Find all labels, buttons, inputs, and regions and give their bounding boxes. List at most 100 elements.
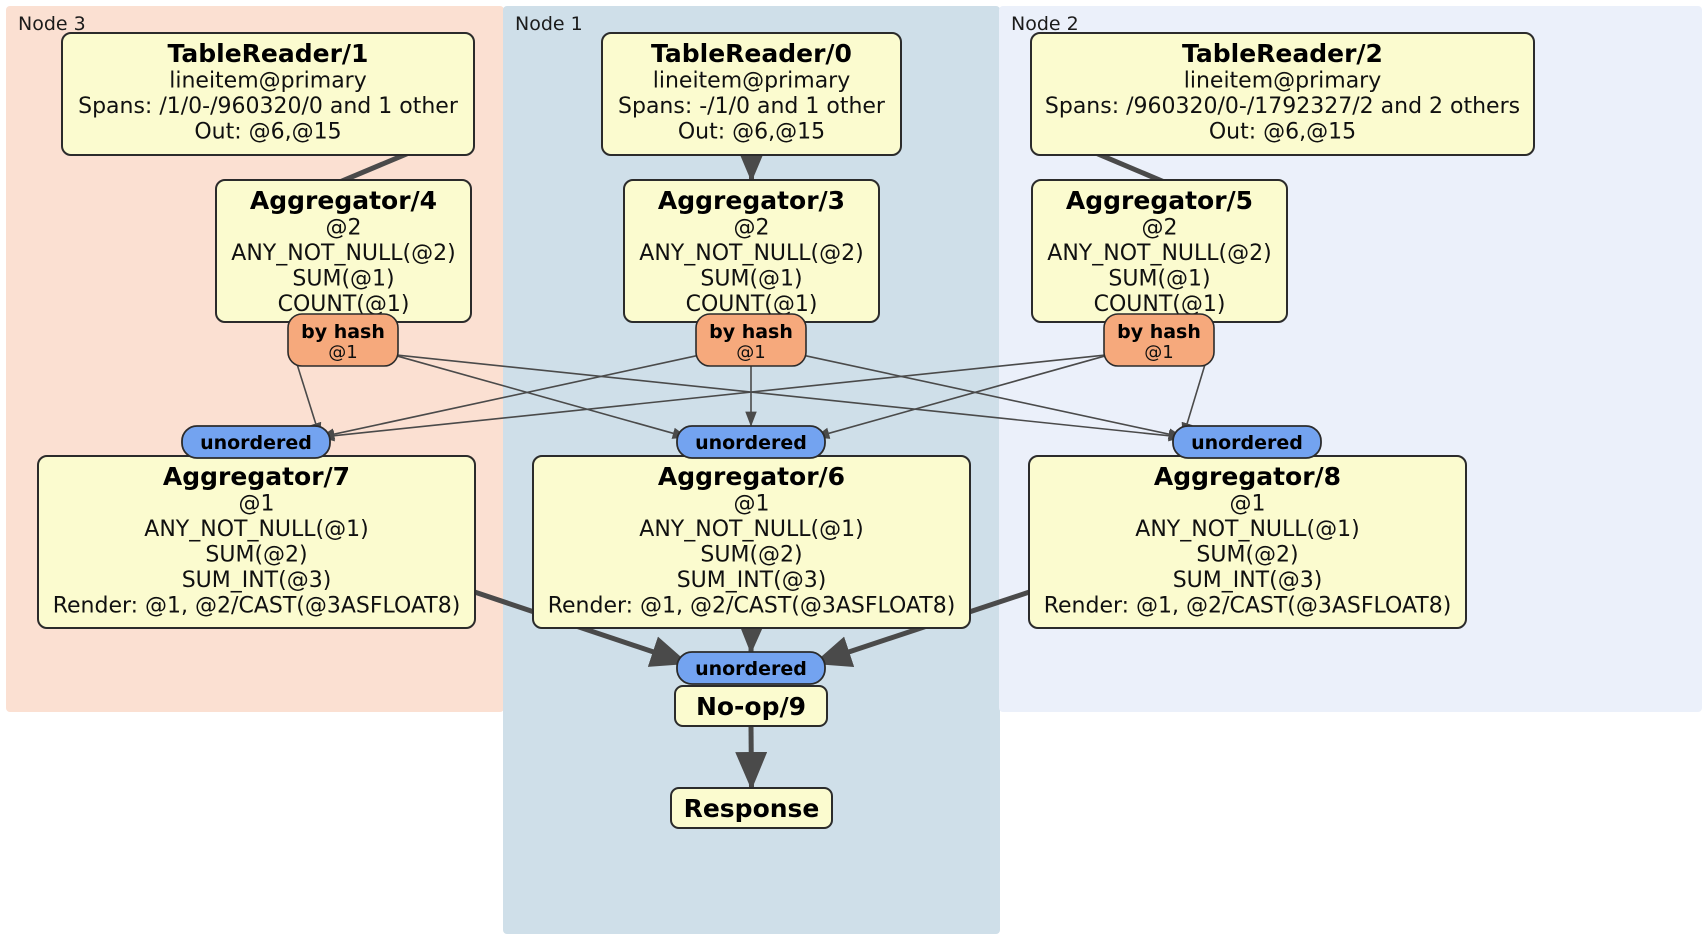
processor-detail-line: COUNT(@1) bbox=[1094, 292, 1226, 317]
processor-detail-line: SUM(@1) bbox=[1108, 267, 1210, 292]
processor-title: No-op/9 bbox=[696, 692, 806, 721]
processor-detail-line: Spans: -/1/0 and 1 other bbox=[618, 94, 886, 119]
synchronizer-shape[interactable] bbox=[181, 425, 331, 459]
synchronizer-shape[interactable] bbox=[1172, 425, 1322, 459]
processor-detail-line: lineitem@primary bbox=[653, 69, 851, 94]
processor-detail-line: SUM_INT(@3) bbox=[182, 568, 332, 593]
synchronizer-label: unordered bbox=[695, 658, 807, 680]
processor-detail-line: Render: @1, @2/CAST(@3ASFLOAT8) bbox=[53, 594, 461, 619]
processor-box[interactable] bbox=[1030, 32, 1535, 156]
synchronizer-unordered7[interactable]: unordered bbox=[181, 425, 331, 459]
synchronizer-label: unordered bbox=[200, 432, 312, 454]
processor-title: Aggregator/5 bbox=[1066, 186, 1253, 215]
processor-title: TableReader/1 bbox=[168, 39, 369, 68]
processor-aggregator3[interactable]: Aggregator/3@2ANY_NOT_NULL(@2)SUM(@1)COU… bbox=[623, 179, 880, 323]
processor-detail-line: Out: @6,@15 bbox=[194, 120, 341, 145]
hash-router-shape[interactable] bbox=[695, 313, 807, 367]
hash-router-label: by hash bbox=[301, 321, 385, 343]
processor-box[interactable] bbox=[61, 32, 475, 156]
node-panel-label: Node 3 bbox=[18, 13, 86, 35]
processor-detail-line: @2 bbox=[1142, 216, 1178, 241]
processor-title: Aggregator/8 bbox=[1154, 462, 1341, 491]
hash-router-hash5[interactable]: by hash@1 bbox=[1103, 313, 1215, 367]
processor-detail-line: @1 bbox=[1230, 492, 1266, 517]
processor-detail-line: ANY_NOT_NULL(@2) bbox=[231, 241, 455, 266]
edge-hash3-to-unordered7 bbox=[319, 353, 703, 440]
synchronizer-unordered9[interactable]: unordered bbox=[676, 651, 826, 685]
processor-response[interactable]: Response bbox=[670, 787, 833, 829]
synchronizer-shape[interactable] bbox=[676, 425, 826, 459]
processor-aggregator6[interactable]: Aggregator/6@1ANY_NOT_NULL(@1)SUM(@2)SUM… bbox=[532, 455, 971, 629]
hash-router-column: @1 bbox=[328, 342, 357, 363]
processor-box[interactable] bbox=[601, 32, 902, 156]
processor-detail-line: SUM(@1) bbox=[292, 267, 394, 292]
processor-detail-line: @1 bbox=[239, 492, 275, 517]
processor-detail-line: ANY_NOT_NULL(@2) bbox=[1047, 241, 1271, 266]
processor-detail-line: SUM(@2) bbox=[1196, 543, 1298, 568]
processor-detail-line: COUNT(@1) bbox=[686, 292, 818, 317]
processor-detail-line: @1 bbox=[734, 492, 770, 517]
processor-detail-line: ANY_NOT_NULL(@1) bbox=[639, 517, 863, 542]
hash-router-column: @1 bbox=[1144, 342, 1173, 363]
processor-detail-line: SUM_INT(@3) bbox=[1173, 568, 1323, 593]
hash-router-shape[interactable] bbox=[287, 313, 399, 367]
node-panel-label: Node 1 bbox=[515, 13, 583, 35]
processor-title: Aggregator/7 bbox=[163, 462, 350, 491]
processor-detail-line: Render: @1, @2/CAST(@3ASFLOAT8) bbox=[1044, 594, 1452, 619]
processor-detail-line: ANY_NOT_NULL(@1) bbox=[144, 517, 368, 542]
processor-aggregator4[interactable]: Aggregator/4@2ANY_NOT_NULL(@2)SUM(@1)COU… bbox=[215, 179, 472, 323]
edge-hash5-to-unordered7 bbox=[319, 353, 1111, 442]
processor-title: Aggregator/3 bbox=[658, 186, 845, 215]
edge-hash5-to-unordered6 bbox=[814, 353, 1111, 439]
hash-router-shape[interactable] bbox=[1103, 313, 1215, 367]
processor-box[interactable] bbox=[674, 685, 828, 727]
edge-hash3-to-unordered8 bbox=[799, 353, 1184, 440]
hash-router-label: by hash bbox=[709, 321, 793, 343]
processor-detail-line: ANY_NOT_NULL(@2) bbox=[639, 241, 863, 266]
processor-noop9[interactable]: No-op/9 bbox=[674, 685, 828, 727]
synchronizer-label: unordered bbox=[695, 432, 807, 454]
processor-detail-line: SUM(@2) bbox=[700, 543, 802, 568]
processor-detail-line: Spans: /960320/0-/1792327/2 and 2 others bbox=[1045, 94, 1520, 119]
processor-title: Aggregator/4 bbox=[250, 186, 437, 215]
processor-aggregator7[interactable]: Aggregator/7@1ANY_NOT_NULL(@1)SUM(@2)SUM… bbox=[37, 455, 476, 629]
hash-router-hash4[interactable]: by hash@1 bbox=[287, 313, 399, 367]
processor-aggregator8[interactable]: Aggregator/8@1ANY_NOT_NULL(@1)SUM(@2)SUM… bbox=[1028, 455, 1467, 629]
processor-box[interactable] bbox=[670, 787, 833, 829]
edge-hash4-to-unordered6 bbox=[391, 353, 688, 439]
hash-router-hash3[interactable]: by hash@1 bbox=[695, 313, 807, 367]
processor-detail-line: Spans: /1/0-/960320/0 and 1 other bbox=[78, 94, 459, 119]
processor-title: Response bbox=[684, 794, 820, 823]
processor-detail-line: SUM(@2) bbox=[205, 543, 307, 568]
hash-router-column: @1 bbox=[736, 342, 765, 363]
processor-detail-line: SUM(@1) bbox=[700, 267, 802, 292]
processor-detail-line: @2 bbox=[326, 216, 362, 241]
edge-noop9-to-response bbox=[735, 725, 768, 790]
processor-detail-line: Out: @6,@15 bbox=[678, 120, 825, 145]
edge-aggregator6-to-unordered9 bbox=[735, 615, 768, 654]
processor-title: TableReader/0 bbox=[651, 39, 852, 68]
edge-hash5-to-unordered8 bbox=[1181, 354, 1209, 438]
synchronizer-shape[interactable] bbox=[676, 651, 826, 685]
edge-hash4-to-unordered7 bbox=[293, 354, 322, 438]
node-panel-label: Node 2 bbox=[1011, 13, 1079, 35]
processor-detail-line: SUM_INT(@3) bbox=[677, 568, 827, 593]
processor-detail-line: lineitem@primary bbox=[1184, 69, 1382, 94]
synchronizer-label: unordered bbox=[1191, 432, 1303, 454]
edge-hash4-to-unordered8 bbox=[391, 353, 1184, 442]
processor-title: Aggregator/6 bbox=[658, 462, 845, 491]
processor-detail-line: @2 bbox=[734, 216, 770, 241]
hash-router-label: by hash bbox=[1117, 321, 1201, 343]
processor-detail-line: lineitem@primary bbox=[169, 69, 367, 94]
processor-aggregator5[interactable]: Aggregator/5@2ANY_NOT_NULL(@2)SUM(@1)COU… bbox=[1031, 179, 1288, 323]
synchronizer-unordered6[interactable]: unordered bbox=[676, 425, 826, 459]
processor-detail-line: COUNT(@1) bbox=[278, 292, 410, 317]
synchronizer-unordered8[interactable]: unordered bbox=[1172, 425, 1322, 459]
processor-detail-line: ANY_NOT_NULL(@1) bbox=[1135, 517, 1359, 542]
